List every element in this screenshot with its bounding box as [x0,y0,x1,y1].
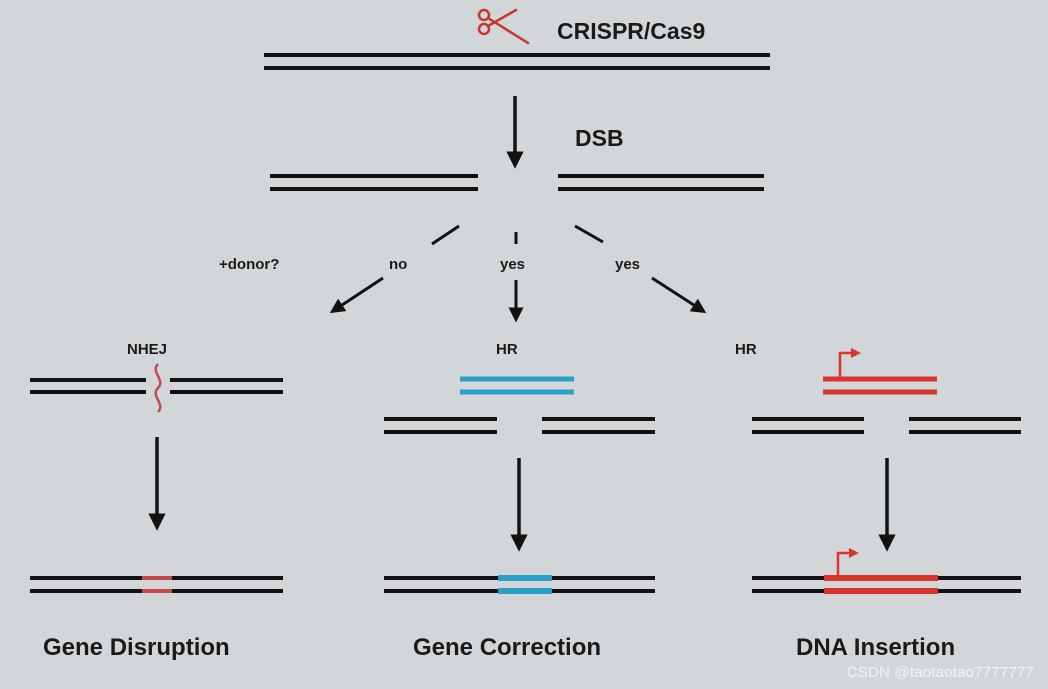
donor-correction [460,376,574,395]
watermark: CSDN @taotaotao7777777 [846,664,1034,681]
donor-question: +donor? [219,256,280,273]
disrupted-dna [30,576,283,593]
hr-insertion-label: HR [735,341,757,358]
promoter-arrow-icon [836,548,859,577]
dsb-label: DSB [575,125,624,151]
indel-squiggle [154,363,162,413]
promoter-arrow-icon [838,348,861,378]
inserted-dna [752,575,1021,594]
outcome-dna-insertion: DNA Insertion [796,634,956,661]
branch-arrows [329,224,707,323]
nhej-dna [30,378,283,394]
corrected-dna [384,575,655,594]
branch-yes-right-label: yes [615,256,641,273]
scissors-icon [477,8,530,45]
hr-correction-dna [384,417,655,434]
hr-correction-label: HR [496,341,518,358]
enzyme-label: CRISPR/Cas9 [557,18,706,44]
intact-dna [264,53,770,70]
outcome-gene-disruption: Gene Disruption [43,634,230,661]
donor-insertion [823,376,937,395]
nhej-label: NHEJ [127,341,168,358]
branch-no-label: no [389,256,408,273]
dsb-dna [270,174,764,191]
branch-yes-center-label: yes [500,256,526,273]
outcome-gene-correction: Gene Correction [413,634,602,661]
hr-insertion-dna [752,417,1021,434]
